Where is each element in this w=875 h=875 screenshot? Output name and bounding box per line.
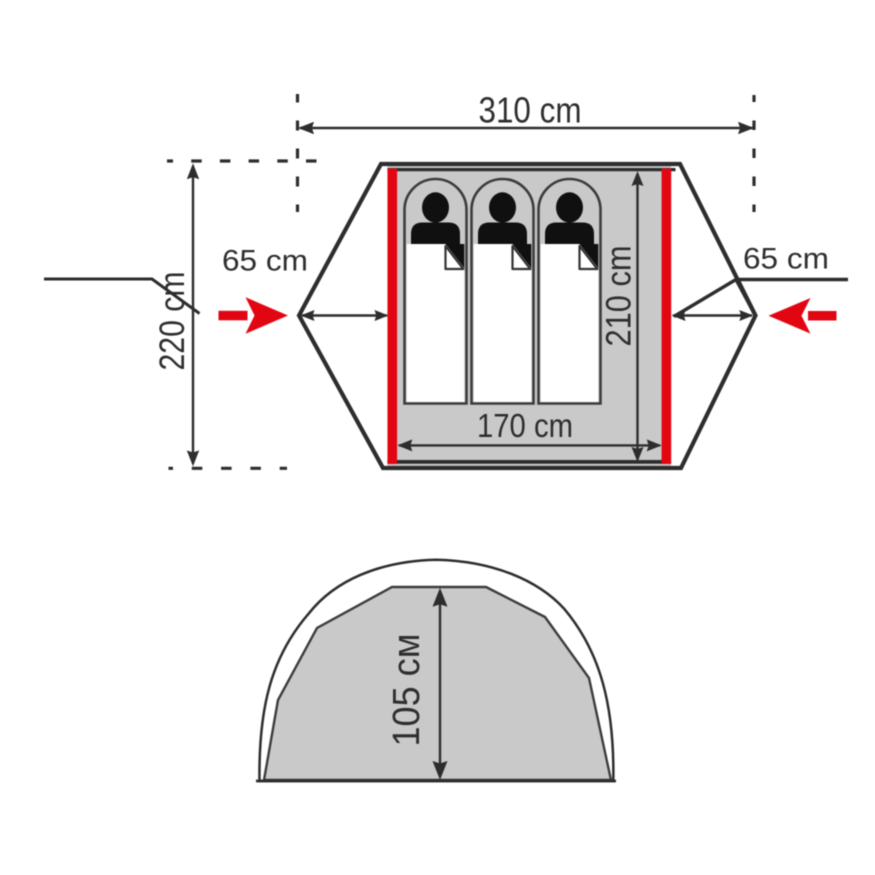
svg-text:170 cm: 170 cm bbox=[477, 407, 573, 444]
svg-text:105 см: 105 см bbox=[386, 634, 428, 747]
svg-text:220 cm: 220 cm bbox=[153, 272, 192, 371]
svg-text:210 cm: 210 cm bbox=[600, 246, 639, 347]
svg-text:310 cm: 310 cm bbox=[479, 90, 582, 131]
svg-text:65 cm: 65 cm bbox=[743, 243, 829, 276]
svg-text:65 cm: 65 cm bbox=[222, 245, 308, 278]
